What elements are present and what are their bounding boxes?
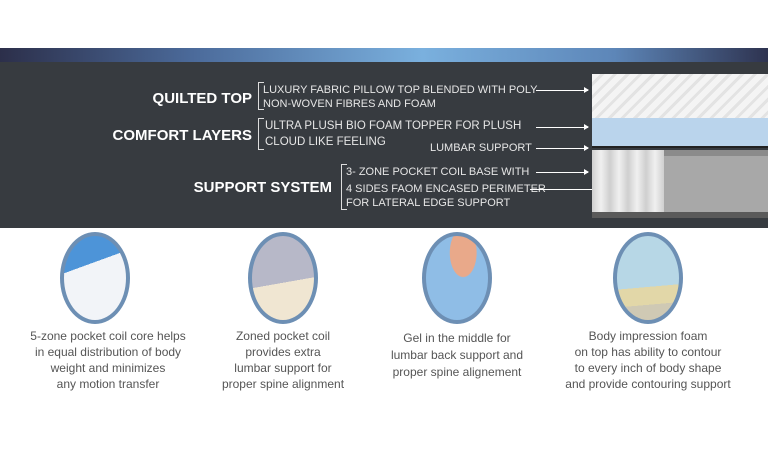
caption-line: lumbar back support and xyxy=(390,348,524,362)
caption-line: Body impression foam xyxy=(588,329,708,343)
comfort-layers-title: COMFORT LAYERS xyxy=(112,127,252,144)
bracket xyxy=(258,118,264,150)
feature-caption-2: Zoned pocket coil provides extra lumbar … xyxy=(188,328,378,392)
comfort-desc-1: ULTRA PLUSH BIO FOAM TOPPER FOR PLUSH xyxy=(265,120,522,132)
feature-caption-3: Gel in the middle for lumbar back suppor… xyxy=(362,330,552,381)
zoned-pocket-coil-image xyxy=(248,232,318,324)
lumbar-support-label: LUMBAR SUPPORT xyxy=(430,142,532,154)
caption-line: 5-zone pocket coil core helps xyxy=(30,329,186,343)
support-desc-1: 3- ZONE POCKET COIL BASE WITH xyxy=(346,166,530,178)
caption-line: proper spine alignement xyxy=(392,365,522,379)
pocket-coil-core-image xyxy=(60,232,130,324)
caption-line: any motion transfer xyxy=(56,377,160,391)
quilted-top-layer xyxy=(592,74,768,118)
caption-line: and provide contouring support xyxy=(565,377,731,391)
quilted-top-desc-2: NON-WOVEN FIBRES AND FOAM xyxy=(263,98,436,110)
caption-line: on top has ability to contour xyxy=(574,345,722,359)
support-desc-3: FOR LATERAL EDGE SUPPORT xyxy=(346,197,511,209)
support-desc-2: 4 SIDES FAOM ENCASED PERIMETER xyxy=(346,183,546,195)
caption-line: proper spine alignment xyxy=(221,377,345,391)
arrow-icon xyxy=(536,87,589,93)
arrow-icon xyxy=(536,169,589,175)
comfort-foam-layer xyxy=(592,118,768,148)
feature-caption-1: 5-zone pocket coil core helps in equal d… xyxy=(13,328,203,392)
caption-line: Zoned pocket coil xyxy=(235,329,331,343)
gel-foam-hand-image xyxy=(422,232,492,324)
caption-line: Gel in the middle for xyxy=(403,331,511,345)
caption-line: weight and minimizes xyxy=(50,361,166,375)
arrow-icon xyxy=(536,145,589,151)
caption-line: provides extra xyxy=(245,345,321,359)
arrow-icon xyxy=(536,124,589,130)
bracket xyxy=(258,82,264,110)
support-system-title: SUPPORT SYSTEM xyxy=(193,179,332,196)
caption-line: in equal distribution of body xyxy=(34,345,182,359)
quilted-top-desc-1: LUXURY FABRIC PILLOW TOP BLENDED WITH PO… xyxy=(263,84,538,96)
quilted-top-title: QUILTED TOP xyxy=(152,90,252,107)
base-layer xyxy=(592,212,768,218)
feature-caption-4: Body impression foam on top has ability … xyxy=(553,328,743,392)
bracket xyxy=(341,164,347,210)
caption-line: to every inch of body shape xyxy=(574,361,722,375)
pocket-coil-layer xyxy=(592,150,664,212)
comfort-desc-2: CLOUD LIKE FEELING xyxy=(265,136,386,148)
foam-encasement-layer xyxy=(664,150,768,212)
caption-line: lumbar support for xyxy=(234,361,332,375)
body-impression-foam-image xyxy=(613,232,683,324)
header-banner xyxy=(0,48,768,62)
mattress-cross-section xyxy=(592,74,768,218)
